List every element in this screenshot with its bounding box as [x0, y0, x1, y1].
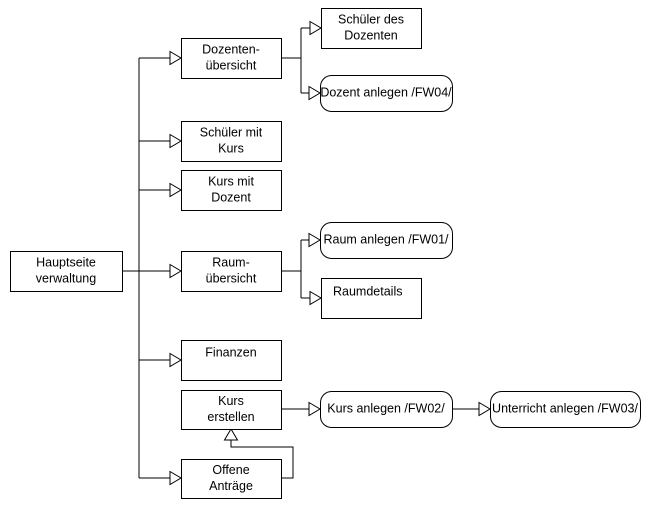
edge-trunk-offene-antraege [139, 470, 182, 486]
node-raumuebersicht[interactable]: Raum-übersicht [181, 251, 282, 292]
node-box-dozent-anlegen[interactable] [320, 75, 453, 112]
edge-kurs-erstellen-kurs-anlegen [281, 401, 321, 417]
edge-trunk-finanzen [139, 352, 182, 368]
arrow-head-icon [169, 352, 182, 368]
arrow-head-icon [169, 182, 182, 198]
edge-dozentenuebersicht-branch [281, 28, 302, 93]
edge-branch-schueler-des-dozenten [301, 20, 322, 36]
edges-layer [122, 20, 491, 486]
node-label-dozentenuebersicht: übersicht [206, 58, 257, 72]
node-label-schueler-des-dozenten: Dozenten [344, 28, 398, 42]
node-label-raumuebersicht: übersicht [206, 271, 257, 285]
arrow-head-icon [308, 85, 321, 101]
edge-trunk-schueler-mit-kurs [139, 133, 182, 149]
node-label-schueler-des-dozenten: Schüler des [338, 12, 404, 26]
node-label-kurs-erstellen: erstellen [207, 410, 254, 424]
node-box-kurs-erstellen[interactable] [181, 390, 282, 430]
arrow-head-icon [478, 401, 491, 417]
node-dozentenuebersicht[interactable]: Dozenten-übersicht [181, 38, 282, 79]
edge-raumuebersicht-branch [281, 240, 302, 298]
node-box-raumuebersicht[interactable] [181, 251, 282, 292]
node-unterricht-anlegen[interactable]: Unterricht anlegen /FW03/ [490, 391, 641, 428]
node-label-raum-anlegen: Raum anlegen /FW01/ [323, 232, 449, 246]
node-raum-anlegen[interactable]: Raum anlegen /FW01/ [320, 222, 453, 259]
node-label-kurs-anlegen: Kurs anlegen /FW02/ [327, 401, 445, 415]
node-label-hauptseite: verwaltung [36, 271, 96, 285]
edge-branch-dozent-anlegen [301, 85, 321, 101]
nodes-layer: HauptseiteverwaltungDozenten-übersichtSc… [10, 8, 641, 499]
edge-trunk-raumuebersicht [139, 263, 182, 279]
node-box-finanzen[interactable] [181, 340, 282, 381]
arrow-head-icon [309, 20, 322, 36]
edge-trunk-dozentenuebersicht [139, 50, 182, 66]
arrow-head-icon [308, 232, 321, 248]
arrow-head-icon [223, 428, 239, 441]
node-label-kurs-mit-dozent: Dozent [211, 190, 251, 204]
node-dozent-anlegen[interactable]: Dozent anlegen /FW04/ [320, 75, 453, 112]
node-hauptseite[interactable]: Hauptseite verwaltung [10, 251, 123, 292]
node-box-kurs-anlegen[interactable] [320, 391, 453, 428]
node-label-schueler-mit-kurs: Kurs [218, 141, 244, 155]
node-label-finanzen: Finanzen [205, 345, 256, 359]
node-raumdetails[interactable]: Raumdetails [321, 278, 422, 319]
node-box-dozentenuebersicht[interactable] [181, 38, 282, 79]
node-label-unterricht-anlegen: Unterricht anlegen /FW03/ [492, 401, 638, 415]
node-label-dozent-anlegen: Dozent anlegen /FW04/ [320, 85, 452, 99]
node-label-raumdetails: Raumdetails [333, 284, 402, 298]
node-box-schueler-mit-kurs[interactable] [181, 121, 282, 162]
node-label-kurs-erstellen: Kurs [218, 394, 244, 408]
arrow-head-icon [309, 290, 322, 306]
node-kurs-anlegen[interactable]: Kurs anlegen /FW02/ [320, 391, 453, 428]
edge-trunk-kurs-mit-dozent [139, 182, 182, 198]
arrow-head-icon [169, 50, 182, 66]
node-label-hauptseite: Hauptseite [36, 255, 96, 269]
node-box-raumdetails[interactable] [321, 278, 422, 319]
arrow-head-icon [308, 401, 321, 417]
node-box-schueler-des-dozenten[interactable] [321, 8, 422, 49]
node-finanzen[interactable]: Finanzen [181, 340, 282, 381]
node-label-offene-antraege: Offene [212, 463, 249, 477]
node-label-dozentenuebersicht: Dozenten- [202, 42, 260, 56]
node-label-kurs-mit-dozent: Kurs mit [208, 174, 254, 188]
node-box-kurs-mit-dozent[interactable] [181, 170, 282, 211]
node-label-offene-antraege: Anträge [209, 479, 253, 493]
node-kurs-erstellen[interactable]: Kurs erstellen [181, 390, 282, 430]
node-label-schueler-mit-kurs: Schüler mit [200, 125, 263, 139]
arrow-head-icon [169, 133, 182, 149]
node-box-offene-antraege[interactable] [181, 459, 282, 499]
node-box-raum-anlegen[interactable] [320, 222, 453, 259]
edge-branch-raum-anlegen [301, 232, 321, 248]
arrow-head-icon [169, 470, 182, 486]
node-label-raumuebersicht: Raum- [212, 255, 250, 269]
node-box-unterricht-anlegen[interactable] [490, 391, 641, 428]
edge-branch-raumdetails [301, 290, 322, 306]
arrow-head-icon [169, 263, 182, 279]
node-box-hauptseite[interactable] [10, 251, 123, 292]
edge-kurs-anlegen-unterricht-anlegen [452, 401, 491, 417]
edge-offene-antraege-kurs-erstellen [223, 428, 294, 479]
